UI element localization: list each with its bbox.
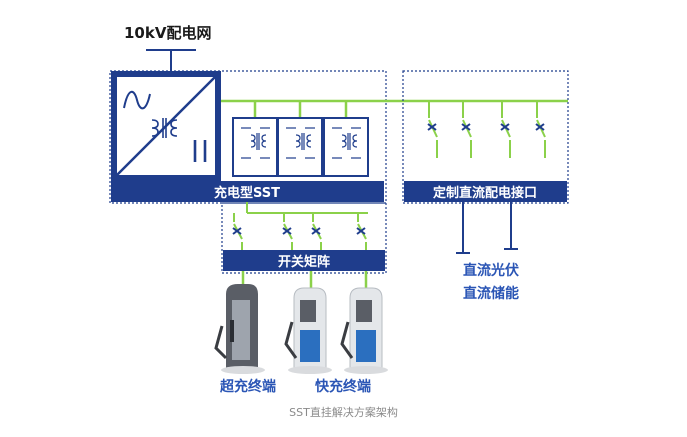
figure-caption: SST直挂解决方案架构 [289,406,398,419]
sst-label-bar [111,181,384,202]
dcdc-module [323,117,369,177]
charging-pile-icon [340,287,388,374]
switch-icon [282,213,293,250]
converter-block [111,71,221,181]
switch-icon [356,213,367,250]
dc-source-feeders [456,202,518,254]
dcdc-module [232,117,278,177]
switch-icon [311,213,322,250]
switch-matrix-label-bar [223,250,385,271]
transformer-coil-icon [151,118,178,138]
dc-bars-icon [193,140,207,162]
dc-interface-label-bar [404,181,567,202]
super-charging-terminal-label: 超充终端 [219,378,276,395]
dc-interface-label: 定制直流配电接口 [432,185,537,201]
dc-interface-boundary [402,70,569,204]
charging-pile-icon [284,287,332,374]
sst-label: 充电型SST [214,185,280,201]
switch-icon [500,101,511,158]
switch-icon [535,101,546,158]
sine-wave-icon [123,90,151,110]
dcdc-module [277,117,323,177]
matrix-feeders [232,202,368,250]
fast-charging-terminal-label: 快充终端 [315,378,371,395]
switch-icon [427,101,438,158]
dc-source-pv-label: 直流光伏 [463,262,519,279]
switch-icon [461,101,472,158]
pile-feeders [241,271,368,290]
switch-matrix-label: 开关矩阵 [278,254,330,270]
dc-interface-switches [427,101,546,158]
dc-bus [221,99,568,118]
charging-pile-icon [214,284,265,374]
grid-feeder [146,49,196,72]
switch-icon [232,213,243,250]
grid-label: 10kV配电网 [124,24,211,42]
dc-source-storage-label: 直流储能 [463,285,519,302]
switch-matrix-boundary [221,202,387,274]
